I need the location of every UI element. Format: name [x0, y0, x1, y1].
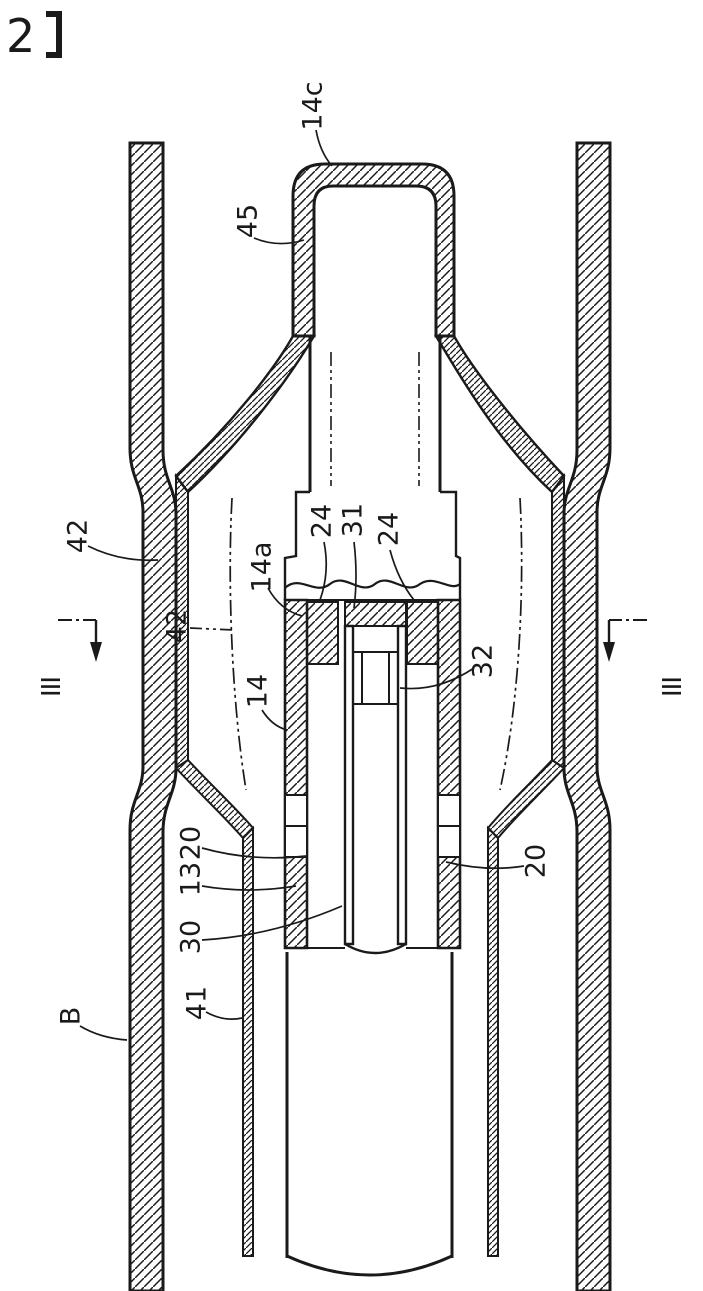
boot-flare-right [433, 334, 566, 494]
leader-32 [399, 667, 475, 690]
label-section-right: III [658, 677, 688, 697]
label-41: 41 [182, 986, 213, 1020]
label-30: 30 [176, 920, 207, 954]
label-14a: 14a [247, 542, 278, 593]
shoulder-steps [283, 490, 462, 600]
leader-24-left [319, 541, 328, 601]
collet-left-24 [306, 601, 339, 665]
pipe-end-ellipse [286, 1254, 453, 1277]
housing-wall-right [436, 598, 462, 950]
leader-14 [261, 709, 288, 731]
sleeve-31 [344, 601, 407, 627]
label-20-left: 20 [176, 826, 207, 860]
closing-bracket-glyph [46, 11, 62, 58]
boot-strip-right [551, 473, 565, 770]
neck-walls [308, 336, 442, 492]
protector-tube-right-41 [487, 825, 499, 1257]
leader-42-upper [87, 545, 159, 562]
leader-20-left [201, 847, 307, 859]
boot-taper-right [486, 758, 566, 840]
label-B: B [56, 1007, 87, 1026]
leader-24-right [389, 549, 415, 601]
section-arrowhead-right [603, 642, 615, 662]
leader-13 [201, 885, 297, 891]
leader-31 [353, 541, 357, 609]
label-14: 14 [243, 674, 274, 708]
label-13: 13 [176, 862, 207, 896]
inner-tube-32-end-arc [344, 942, 407, 955]
leader-B [79, 1025, 128, 1041]
leader-14a [267, 587, 303, 617]
break-wave-line [284, 579, 461, 589]
figure-number: 2 [6, 9, 35, 63]
section-marker-left [58, 619, 102, 662]
section-marker-right [603, 619, 647, 662]
phantom-tube-right [499, 497, 523, 791]
cap-wall-ring [291, 162, 456, 338]
label-24-right: 24 [374, 512, 405, 546]
label-14c: 14c [298, 81, 329, 130]
leader-20-right [445, 861, 525, 870]
label-20-right: 20 [521, 844, 552, 878]
inner-tube-32-details [353, 651, 398, 705]
retainer-window-right [437, 794, 461, 858]
leader-14c [315, 129, 333, 167]
leader-30 [201, 905, 343, 941]
leader-45 [253, 237, 305, 245]
label-42-phantom: 42 [162, 609, 193, 643]
protector-tube-left-41 [242, 825, 254, 1257]
leader-41 [205, 1011, 243, 1020]
retainer-window-left [284, 794, 308, 858]
label-32: 32 [468, 644, 499, 678]
boot-flare-left [174, 334, 317, 494]
section-arrowhead-left [90, 642, 102, 662]
label-section-left: III [37, 677, 67, 697]
label-42-upper: 42 [63, 519, 94, 553]
label-24-left: 24 [307, 504, 338, 538]
outer-wall-left [128, 141, 178, 1291]
pipe-walls [285, 952, 454, 1258]
collet-right-24 [406, 601, 439, 665]
outer-wall-right [562, 141, 612, 1291]
label-31: 31 [338, 503, 369, 537]
label-45: 45 [233, 204, 264, 238]
phantom-tube-left [229, 497, 247, 791]
leader-42-phantom [189, 627, 235, 631]
inner-tube-32-walls [343, 624, 408, 946]
housing-wall-left [283, 598, 309, 950]
